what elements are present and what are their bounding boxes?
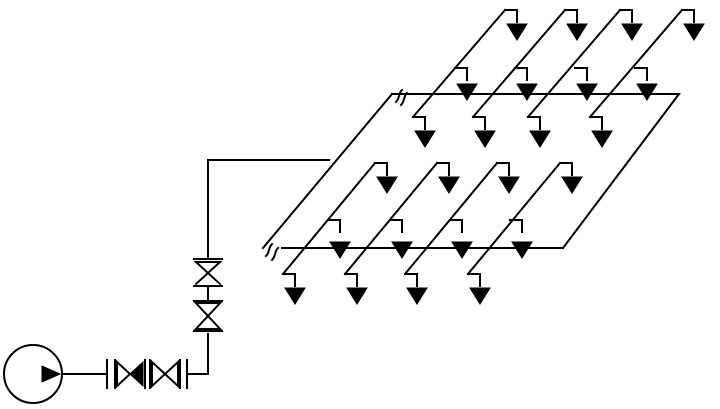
- sprinkler-branches: [281, 8, 705, 305]
- branch-pipe-u2: [526, 8, 622, 119]
- branch-pipe-u1: [471, 8, 567, 119]
- sprinkler-nozzle-icon-l3a: [561, 176, 583, 194]
- sprinkler-nozzle-icon-lm1: [391, 241, 413, 259]
- gate-valve-icon: [116, 359, 132, 389]
- sprinkler-nozzle-icon-l2b: [406, 287, 428, 305]
- sprinkler-nozzle-icon-u2a: [621, 23, 643, 41]
- sprinkler-nozzle-icon-u1b: [474, 130, 496, 148]
- gate-valve-3: [193, 300, 223, 332]
- sprinkler-nozzle-icon-u3a: [683, 23, 705, 41]
- sprinkler-nozzle-icon-m1: [516, 83, 538, 101]
- branch-pipe-u0: [411, 8, 507, 119]
- branch-pipe-l0: [281, 161, 377, 276]
- check-valve-icon: [193, 261, 223, 286]
- sprinkler-nozzle-icon-l0b: [284, 287, 306, 305]
- break-symbol-icon: [394, 88, 409, 107]
- sprinkler-nozzle-icon-m3: [636, 83, 658, 101]
- gate-valve-1: [114, 359, 146, 389]
- sprinkler-nozzle-icon-u0b: [414, 130, 436, 148]
- upper-header-left: [261, 92, 394, 250]
- check-valve: [193, 258, 223, 287]
- upper-header-top: [391, 93, 682, 250]
- sprinkler-nozzle-icon-u1a: [566, 23, 588, 41]
- pump-arrow-icon: [41, 365, 62, 383]
- gate-valve-icon: [151, 359, 167, 389]
- sprinkler-nozzle-icon-u3b: [591, 130, 613, 148]
- pump: [3, 344, 63, 404]
- branch-pipe-l1: [343, 161, 439, 276]
- sprinkler-nozzle-icon-l0a: [376, 176, 398, 194]
- branch-pipe-u3: [588, 8, 684, 119]
- branch-pipe-l3: [466, 161, 562, 276]
- gate-valve-2: [149, 359, 181, 389]
- break-symbol-icon: [264, 242, 280, 262]
- sprinkler-nozzle-icon-lm0: [329, 241, 351, 259]
- sprinkler-nozzle-icon-lm3: [511, 241, 533, 259]
- sprinkler-nozzle-icon-u0a: [506, 23, 528, 41]
- sprinkler-nozzle-icon-l3b: [469, 287, 491, 305]
- sprinkler-nozzle-icon-m0: [456, 83, 478, 101]
- sprinkler-nozzle-icon-u2b: [529, 130, 551, 148]
- branch-pipe-l2: [403, 161, 499, 276]
- riser-pipe: [207, 159, 330, 260]
- sprinkler-nozzle-icon-lm2: [451, 241, 473, 259]
- gate-valve-icon: [193, 314, 223, 330]
- sprinkler-nozzle-icon-m2: [576, 83, 598, 101]
- supply-pipe: [61, 333, 209, 389]
- sprinkler-nozzle-icon-l1a: [438, 176, 460, 194]
- sprinkler-nozzle-icon-l2a: [498, 176, 520, 194]
- sprinkler-nozzle-icon-l1b: [346, 287, 368, 305]
- upper-header-plane: [261, 88, 682, 250]
